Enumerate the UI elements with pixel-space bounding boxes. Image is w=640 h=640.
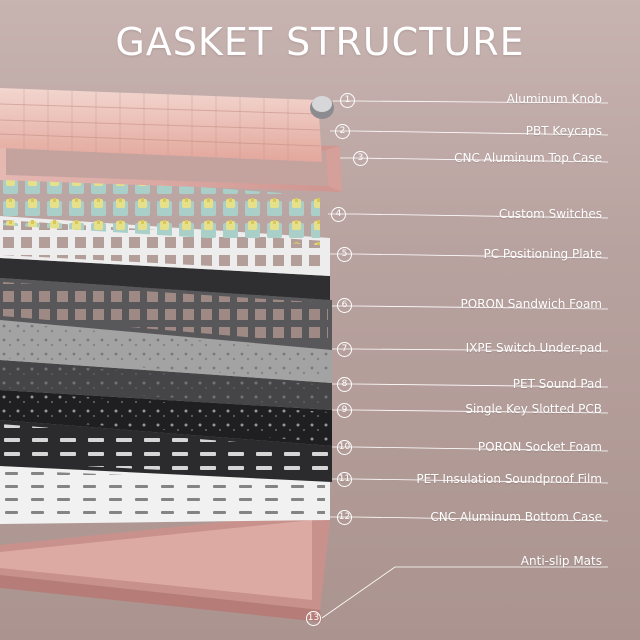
- layer-number-11: 11: [337, 472, 352, 487]
- bottom-case-inner: [0, 520, 312, 600]
- layer-number-3: 3: [353, 151, 368, 166]
- label-anti-slip-mats: Anti-slip Mats: [520, 554, 602, 568]
- layer-number-6: 6: [337, 298, 352, 313]
- label-poron-sandwich-foam: PORON Sandwich Foam: [460, 297, 602, 311]
- leader-lines: [321, 100, 609, 619]
- pcb-pattern: [0, 392, 328, 442]
- insulation-film-pattern: [0, 470, 325, 518]
- layer-number-12: 12: [337, 510, 352, 525]
- label-pet-insulation-soundproof-film: PET Insulation Soundproof Film: [416, 472, 602, 486]
- keycap-rows: [0, 103, 321, 147]
- label-ixpe-switch-under-pad: IXPE Switch Under-pad: [465, 341, 602, 355]
- label-pbt-keycaps: PBT Keycaps: [525, 124, 602, 138]
- dark-foam-layer: [0, 258, 330, 300]
- layer-number-8: 8: [337, 377, 352, 392]
- layer-number-9: 9: [337, 403, 352, 418]
- layer-number-1: 1: [340, 93, 355, 108]
- layer-number-5: 5: [337, 247, 352, 262]
- label-pc-positioning-plate: PC Positioning Plate: [483, 247, 602, 261]
- page-title: GASKET STRUCTURE: [115, 20, 525, 64]
- socket-foam-pattern: [0, 424, 328, 478]
- plate-holes: [2, 220, 326, 272]
- layer-number-2: 2: [335, 124, 350, 139]
- label-single-key-slotted-pcb: Single Key Slotted PCB: [465, 402, 602, 416]
- top-case-lip: [326, 146, 342, 192]
- layer-number-10: 10: [337, 440, 352, 455]
- keycap-columns: [23, 89, 289, 160]
- label-custom-switches: Custom Switches: [498, 207, 602, 221]
- label-cnc-aluminum-bottom-case: CNC Aluminum Bottom Case: [430, 510, 602, 524]
- label-pet-sound-pad: PET Sound Pad: [512, 377, 602, 391]
- switches-layer: [0, 172, 320, 245]
- layer-number-4: 4: [331, 207, 346, 222]
- layer-number-13: 13: [306, 611, 321, 626]
- label-poron-socket-foam: PORON Socket Foam: [477, 440, 602, 454]
- sandwich-foam-holes: [2, 282, 328, 344]
- sound-pad-pattern: [0, 362, 328, 406]
- label-cnc-aluminum-top-case: CNC Aluminum Top Case: [454, 151, 602, 165]
- bottom-case-rim: [0, 575, 322, 622]
- layer-number-7: 7: [337, 342, 352, 357]
- knob-top: [312, 96, 332, 112]
- underpad-pattern: [0, 322, 328, 380]
- label-aluminum-knob: Aluminum Knob: [506, 92, 602, 106]
